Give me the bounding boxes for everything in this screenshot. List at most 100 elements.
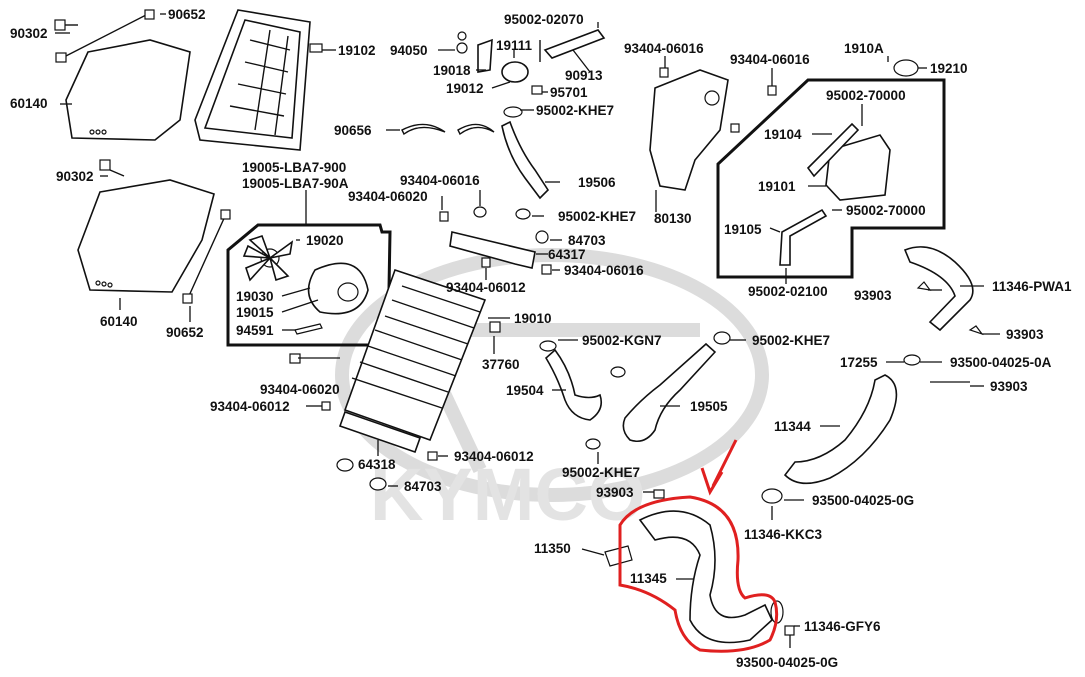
label-11346-GFY6: 11346-GFY6 — [804, 619, 881, 634]
drain-37760-icon — [489, 321, 501, 333]
label-11346-KKC3: 11346-KKC3 — [744, 527, 823, 542]
label-19101: 19101 — [758, 179, 796, 194]
pipe-11345 — [638, 510, 773, 644]
radiator-19010 — [343, 268, 501, 442]
label-19504: 19504 — [506, 383, 544, 398]
kymco-watermark: KYMCO — [335, 248, 769, 536]
hose-clamp-icon — [713, 331, 731, 345]
panel-hole — [95, 280, 101, 286]
label-19210: 19210 — [930, 61, 968, 76]
bracket-64317 — [449, 231, 536, 269]
label-93404-06016-d: 93404-06016 — [564, 263, 644, 278]
label-19005-LBA7-900: 19005-LBA7-900 — [242, 160, 346, 175]
label-93500-04025-0G-b: 93500-04025-0G — [736, 655, 838, 670]
label-19104: 19104 — [764, 127, 802, 142]
watermark-text: KYMCO — [370, 453, 645, 536]
pipe-11344 — [783, 374, 898, 485]
label-93404-06016-a: 93404-06016 — [624, 41, 704, 56]
label-95002-02100: 95002-02100 — [748, 284, 828, 299]
hose-19505 — [622, 342, 717, 443]
hose-19506 — [501, 120, 550, 200]
part-number-labels: 90302 90652 60140 90302 60140 90652 1910… — [10, 7, 1072, 670]
bracket-19018 — [477, 38, 493, 73]
panel-hole — [101, 129, 107, 135]
hose-clamp-icon — [515, 208, 531, 220]
highlight-outline — [618, 495, 779, 653]
label-64318: 64318 — [358, 457, 396, 472]
windshield-panel-lower — [77, 179, 215, 293]
washer-94050-icon — [457, 31, 467, 41]
label-84703-b: 84703 — [404, 479, 442, 494]
bracket-64318 — [338, 410, 422, 454]
label-11344: 11344 — [774, 419, 811, 434]
label-90652-upper: 90652 — [168, 7, 206, 22]
screw-shaft — [109, 169, 125, 177]
washer-94050-icon — [456, 42, 468, 54]
clamp-90656-a — [401, 123, 446, 136]
reservoir-assembly-box — [716, 78, 946, 279]
bracket-93903-icon — [968, 325, 984, 336]
label-93903-a: 93903 — [854, 288, 892, 303]
hose-19104 — [806, 122, 860, 178]
label-90302-upper: 90302 — [10, 26, 48, 41]
rod-90652-lower — [187, 213, 227, 299]
fan-shroud-ring — [337, 282, 359, 302]
bolt-icon — [144, 9, 155, 20]
label-93404-06016-b: 93404-06016 — [730, 52, 810, 67]
label-19111: 19111 — [496, 38, 533, 53]
windshield-panel-upper — [65, 39, 191, 141]
label-19030: 19030 — [236, 289, 274, 304]
cover-boss — [704, 90, 720, 106]
label-93404-06012-c: 93404-06012 — [454, 449, 534, 464]
label-93500-04025-0G-a: 93500-04025-0G — [812, 493, 914, 508]
label-93404-06020-a: 93404-06020 — [348, 189, 428, 204]
label-60140-lower: 60140 — [100, 314, 138, 329]
panel-hole — [107, 282, 113, 288]
bolt-icon — [541, 264, 552, 275]
hose-90913 — [543, 29, 606, 59]
fan-assembly-box — [226, 223, 392, 347]
hose-clamp-icon — [610, 366, 626, 378]
label-95701: 95701 — [550, 85, 588, 100]
label-95002-KHE7-a: 95002-KHE7 — [536, 103, 614, 118]
bolt-icon — [182, 293, 193, 304]
bolt-icon — [55, 52, 67, 63]
screw-90302-icon — [99, 159, 111, 171]
hose-19105 — [779, 208, 828, 266]
label-84703-a: 84703 — [568, 233, 606, 248]
label-95002-KHE7-d: 95002-KHE7 — [562, 465, 640, 480]
label-17255: 17255 — [840, 355, 878, 370]
bracket-93903-icon — [916, 281, 932, 291]
label-93903-d: 93903 — [596, 485, 634, 500]
label-95002-70000-b: 95002-70000 — [846, 203, 926, 218]
grommet-icon — [336, 458, 354, 472]
clamp-90656-b — [457, 123, 495, 136]
clip-94591-icon — [294, 323, 323, 335]
bolt-95701-icon — [531, 85, 543, 95]
rod-90652-upper — [61, 13, 149, 59]
hose-clamp-icon — [539, 340, 557, 352]
bolt-icon — [784, 625, 795, 636]
panel-hole — [95, 129, 101, 135]
label-93404-06012-b: 93404-06012 — [210, 399, 290, 414]
label-90302-lower: 90302 — [56, 169, 94, 184]
screw-90302-icon — [54, 19, 66, 31]
label-19005-LBA7-90A: 19005-LBA7-90A — [242, 176, 349, 191]
bolt-93903-icon — [653, 489, 665, 499]
cover-80130 — [649, 69, 729, 191]
label-19102: 19102 — [338, 43, 376, 58]
label-19015: 19015 — [236, 305, 274, 320]
label-93404-06020-b: 93404-06020 — [260, 382, 340, 397]
label-90913: 90913 — [565, 68, 603, 83]
label-95002-02070: 95002-02070 — [504, 12, 584, 27]
label-95002-KHE7-c: 95002-KHE7 — [752, 333, 830, 348]
bolt-icon — [730, 123, 740, 133]
label-94591: 94591 — [236, 323, 274, 338]
watermark-ellipse — [335, 248, 769, 502]
label-1910A: 1910A — [844, 41, 884, 56]
fan-blades-19020 — [242, 234, 294, 282]
label-90656: 90656 — [334, 123, 372, 138]
label-80130: 80130 — [654, 211, 692, 226]
grommet-icon — [473, 206, 487, 218]
